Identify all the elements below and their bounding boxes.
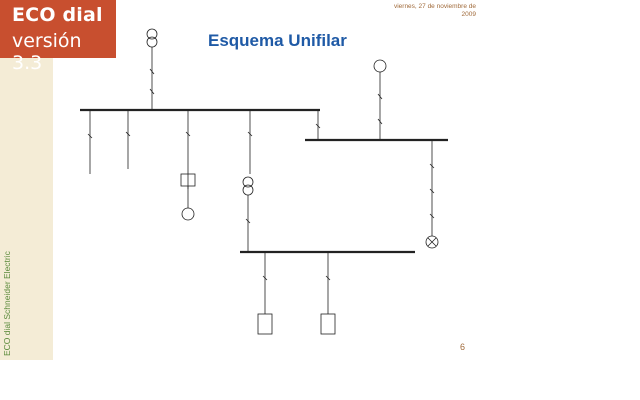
app-version: versión 3.3: [12, 30, 82, 74]
app-logo: ECO dial versión 3.3: [0, 0, 116, 74]
sidebar: ECO dial Schneider Electric: [0, 0, 53, 360]
date-line-2: 2009: [461, 11, 476, 18]
slide-date: viernes, 27 de noviembre de 2009: [380, 3, 476, 19]
app-title: ECO dial: [12, 4, 103, 26]
page-number: 6: [460, 342, 466, 352]
sidebar-vertical-label: ECO dial Schneider Electric: [2, 251, 12, 356]
slide-title: Esquema Unifilar: [208, 31, 347, 50]
date-line-1: viernes, 27 de noviembre de: [393, 3, 476, 10]
single-line-diagram: [80, 28, 448, 335]
